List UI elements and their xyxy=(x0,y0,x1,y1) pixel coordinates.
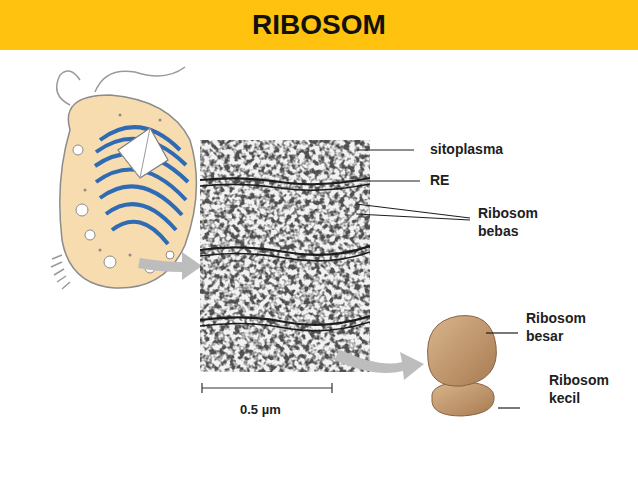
zoom-arrow xyxy=(334,350,424,380)
ribosome-illustration xyxy=(428,316,497,416)
part-label: sitoplasma xyxy=(430,141,503,159)
micrograph xyxy=(200,140,370,372)
title-text: RIBOSOM xyxy=(0,0,638,50)
part-label: 0.5 µm xyxy=(240,402,281,418)
part-label: Ribosom besar xyxy=(526,310,606,345)
scale-bar xyxy=(202,383,332,393)
part-label: Ribosom bebas xyxy=(478,205,558,240)
leader-lines xyxy=(342,150,520,408)
part-label: Ribosom kecil xyxy=(549,372,629,407)
title-band xyxy=(0,0,638,50)
cell-illustration xyxy=(51,67,196,289)
zoom-arrow xyxy=(138,252,202,280)
part-label: RE xyxy=(430,172,449,190)
